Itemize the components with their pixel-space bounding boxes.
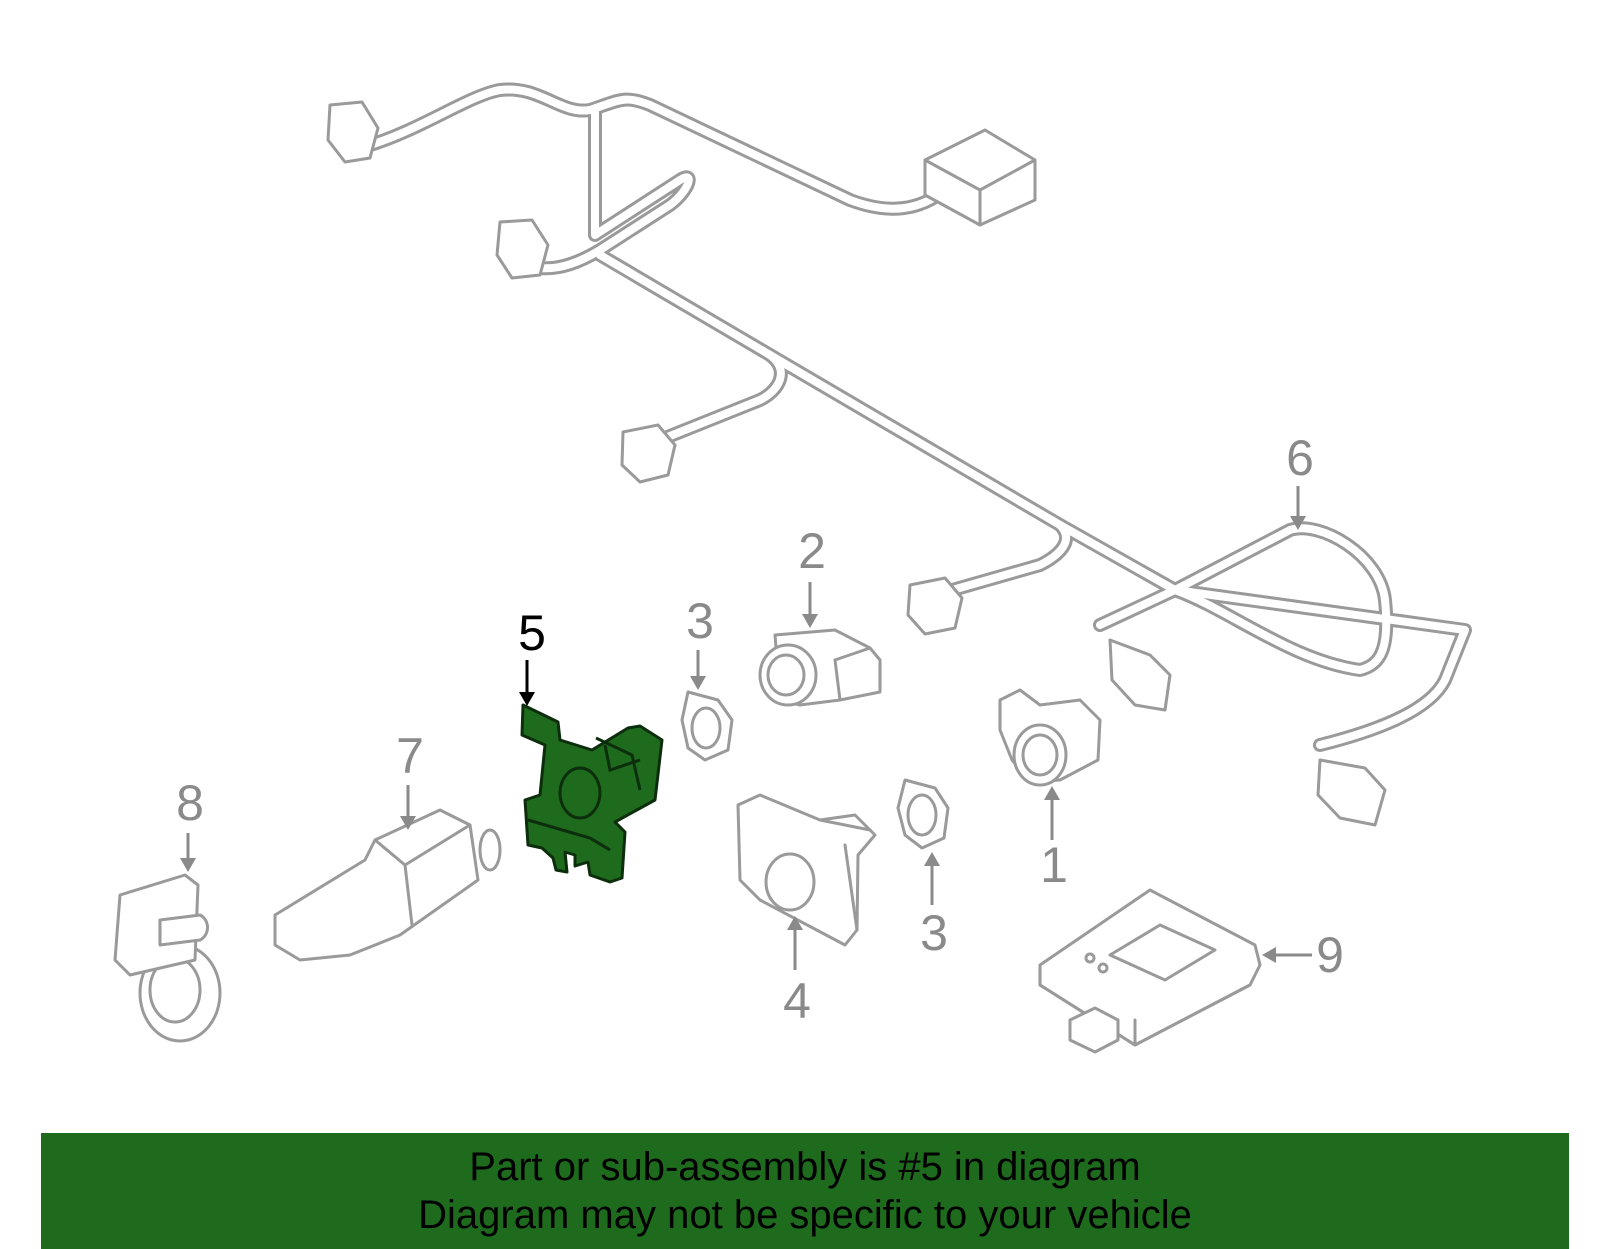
part-1-sensor	[998, 688, 1102, 787]
banner-line-1: Part or sub-assembly is #5 in diagram	[469, 1145, 1141, 1189]
part-9-control-module	[1038, 888, 1262, 1054]
callout-8: 8	[176, 775, 204, 831]
info-banner: Part or sub-assembly is #5 in diagram Di…	[41, 1133, 1569, 1249]
part-8-sensor-holder	[113, 873, 222, 1043]
callout-arrows	[180, 486, 1312, 970]
part-3-clip-upper	[680, 690, 734, 762]
callout-4: 4	[783, 973, 811, 1029]
part-2-sensor	[758, 628, 882, 707]
part-5-sensor-bracket	[520, 703, 664, 884]
callout-5: 5	[518, 605, 546, 661]
part-4-sensor-housing	[736, 793, 877, 947]
callout-6: 6	[1286, 430, 1314, 486]
callout-9: 9	[1316, 927, 1344, 983]
callout-7: 7	[396, 728, 424, 784]
callout-2: 2	[798, 523, 826, 579]
wiring-harness	[326, 82, 1472, 827]
callout-labels: 5 2 3 6 7 8 1 3 4 9	[176, 430, 1344, 1029]
banner-line-2: Diagram may not be specific to your vehi…	[418, 1193, 1192, 1237]
callout-3-lower: 3	[920, 905, 948, 961]
part-7-connector	[273, 808, 502, 962]
callout-1: 1	[1040, 837, 1068, 893]
part-3-clip-lower	[896, 778, 950, 850]
callout-3-upper: 3	[686, 593, 714, 649]
